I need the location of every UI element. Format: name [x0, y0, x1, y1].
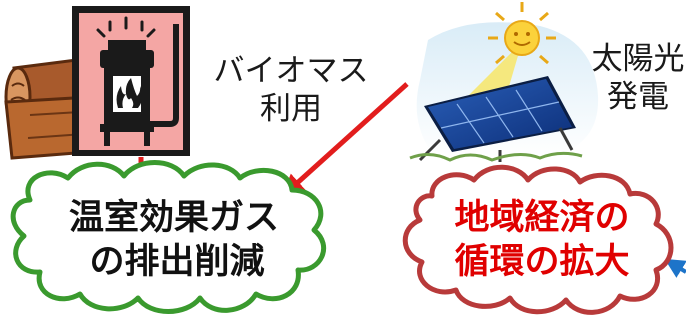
label-solar-line-2: 発電	[607, 79, 669, 115]
cloud-ghg-line-2: の排出削減	[89, 242, 265, 282]
label-biomass: バイオマス 利用	[198, 52, 384, 128]
arrow-partial-into-economy	[664, 258, 686, 278]
cloud-economy-line-2: 循環の拡大	[454, 242, 630, 282]
cloud-economy-text: 地域経済の 循環の拡大	[424, 196, 660, 284]
label-biomass-line-1: バイオマス	[213, 53, 369, 89]
solar-panel-icon	[409, 2, 599, 162]
cloud-ghg-line-1: 温室効果ガス	[68, 198, 279, 238]
arrow-solar-to-ghg	[281, 82, 409, 198]
label-solar-line-1: 太陽光	[591, 41, 685, 77]
label-solar: 太陽光 発電	[588, 40, 686, 116]
label-biomass-line-2: 利用	[260, 91, 322, 127]
cloud-ghg-reduction	[10, 160, 327, 314]
cloud-ghg-text: 温室効果ガス の排出削減	[40, 196, 308, 284]
cloud-regional-economy	[402, 164, 674, 315]
sun-icon	[488, 2, 556, 65]
cloud-economy-line-1: 地域経済の	[454, 198, 630, 238]
wood-stove-icon	[4, 6, 190, 160]
